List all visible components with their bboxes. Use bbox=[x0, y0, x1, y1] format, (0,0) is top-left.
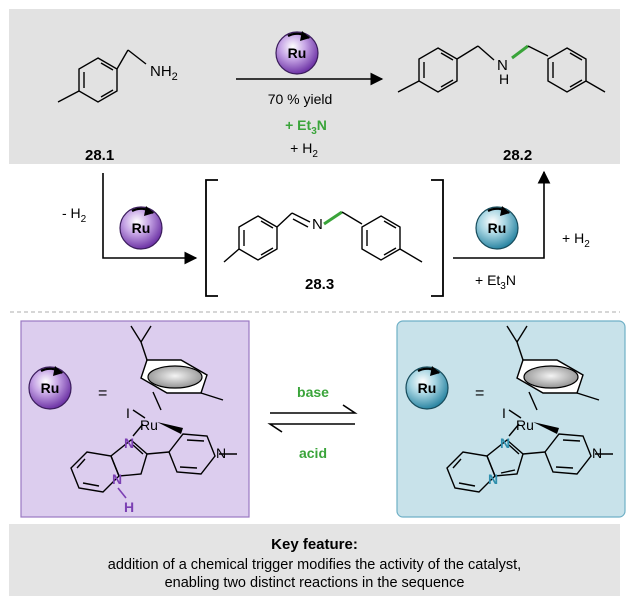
product-28-2-structure bbox=[397, 44, 606, 93]
left-ru-atom: Ru bbox=[140, 417, 158, 433]
key-feature-title: Key feature: bbox=[271, 536, 358, 553]
right-n-top: N bbox=[500, 435, 510, 451]
product-label: 28.2 bbox=[503, 147, 532, 164]
byproduct-h2-top: + H2 bbox=[290, 140, 318, 160]
key-feature-line-1: addition of a chemical trigger modifies … bbox=[107, 557, 522, 573]
product-h-atom: H bbox=[499, 71, 509, 87]
key-feature-panel: Key feature: addition of a chemical trig… bbox=[9, 524, 620, 596]
intermediate-label: 28.3 bbox=[305, 276, 334, 293]
left-n-pyridine: N bbox=[216, 445, 226, 461]
equilibrium-forward-arrow bbox=[270, 404, 358, 414]
left-complex-badge-label: Ru bbox=[41, 380, 60, 396]
left-iodide: I bbox=[126, 405, 130, 421]
right-complex-badge-label: Ru bbox=[418, 380, 437, 396]
right-complex-structure bbox=[446, 325, 613, 493]
reactant-amine-group: NH2 bbox=[150, 63, 178, 83]
right-n-pyridine: N bbox=[592, 445, 602, 461]
right-iodide: I bbox=[502, 405, 506, 421]
bracket-right bbox=[431, 179, 444, 297]
equilibrium-acid: acid bbox=[299, 445, 327, 461]
key-feature-line-2: enabling two distinct reactions in the s… bbox=[164, 575, 465, 591]
product-n-atom: N bbox=[497, 57, 508, 74]
right-n-bottom: N bbox=[488, 471, 498, 487]
intermediate-28-3-structure bbox=[223, 210, 423, 263]
top-panel bbox=[9, 9, 620, 164]
additive-et3n-top: + Et3N bbox=[285, 117, 327, 137]
right-complex-equals: = bbox=[475, 385, 484, 402]
left-complex-equals: = bbox=[98, 385, 107, 402]
intermediate-n-atom: N bbox=[312, 216, 323, 233]
left-nh-bond bbox=[117, 487, 127, 499]
left-complex-structure bbox=[70, 325, 237, 493]
reactant-label: 28.1 bbox=[85, 147, 114, 164]
left-n-top: N bbox=[124, 435, 134, 451]
key-feature-text: addition of a chemical trigger modifies … bbox=[9, 556, 620, 592]
yield-text: 70 % yield bbox=[268, 91, 333, 107]
catalyst-label-left: Ru bbox=[132, 220, 151, 236]
bracket-left bbox=[205, 179, 218, 297]
catalyst-label-top: Ru bbox=[288, 45, 307, 61]
right-step-arrow bbox=[453, 170, 551, 259]
catalyst-label-right: Ru bbox=[488, 220, 507, 236]
equilibrium-backward-arrow bbox=[267, 423, 355, 433]
reactant-28-1-structure bbox=[57, 49, 147, 103]
right-gain-h2: + H2 bbox=[562, 230, 590, 250]
left-n-bottom: N bbox=[112, 471, 122, 487]
left-step-arrow bbox=[102, 173, 198, 265]
right-complex-panel bbox=[396, 320, 626, 518]
additive-et3n-right: + Et3N bbox=[475, 272, 516, 292]
left-h-atom: H bbox=[124, 499, 134, 515]
right-ru-atom: Ru bbox=[516, 417, 534, 433]
left-loss-h2: - H2 bbox=[62, 205, 87, 225]
equilibrium-base: base bbox=[297, 384, 329, 400]
left-complex-panel bbox=[20, 320, 250, 518]
